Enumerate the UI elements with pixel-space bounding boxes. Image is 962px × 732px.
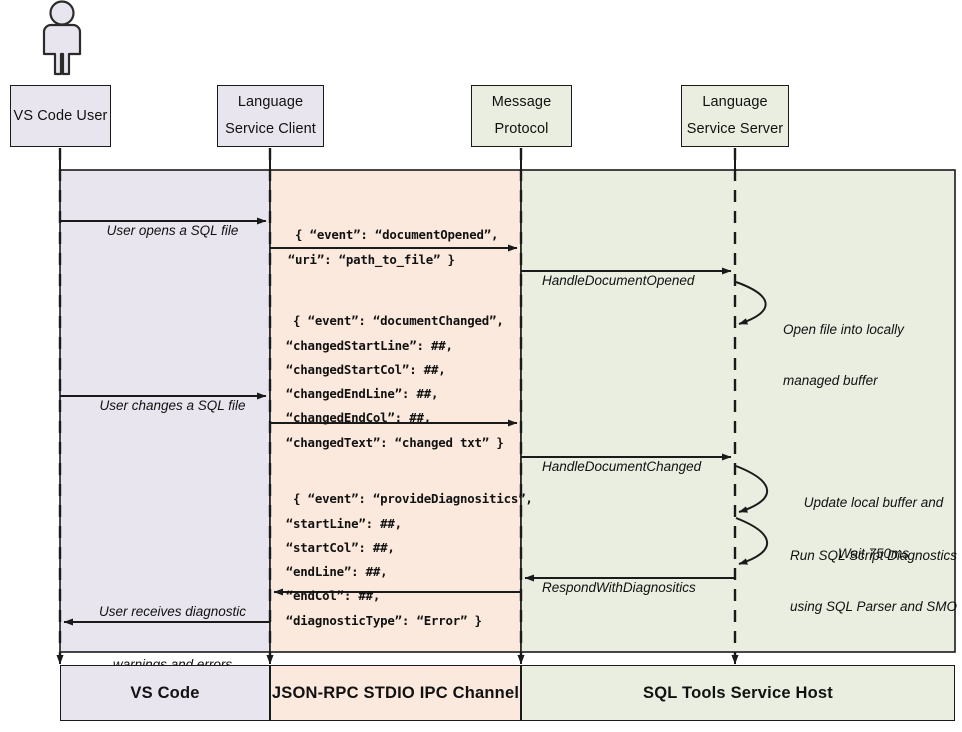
message-text-line1: HandleDocumentOpened <box>542 272 695 288</box>
note-run-sql-script-diagnostics: Run SQL Script Diagnostics using SQL Par… <box>770 517 962 645</box>
payload-provide-diagnositics: { “event”: “provideDiagnositics”, “start… <box>264 463 533 657</box>
selfloop-run-diagnostics <box>735 517 768 565</box>
payload-text: { “event”: “documentOpened”, “uri”: “pat… <box>287 227 499 267</box>
message-text-line1: User opens a SQL file <box>106 222 239 238</box>
footer-sql-tools-service-host[interactable]: SQL Tools Service Host <box>521 665 955 721</box>
footer-label: SQL Tools Service Host <box>643 683 833 702</box>
message-text-line1: HandleDocumentChanged <box>542 458 702 474</box>
lifeline-header-line1: VS Code User <box>13 107 108 124</box>
message-label-handle-document-opened: HandleDocumentOpened <box>527 250 737 313</box>
footer-label: JSON-RPC STDIO IPC Channel <box>271 683 520 702</box>
band-vs-code <box>59 169 271 653</box>
lifeline-header-line1: Language <box>702 94 768 111</box>
note-text-line2: Wait 750ms <box>837 545 910 561</box>
note-text-line1: Update local buffer and <box>803 494 944 510</box>
footer-vs-code[interactable]: VS Code <box>60 665 270 721</box>
lifeline-header-line2: Service Client <box>225 121 316 137</box>
payload-text: { “event”: “documentChanged”, “changedSt… <box>285 313 504 450</box>
band-ipc <box>269 169 522 653</box>
note-open-file-into-buffer: Open file into locally managed buffer <box>768 291 960 419</box>
lifeline-header-vs-code-user[interactable]: VS Code User <box>10 85 111 147</box>
payload-text: { “event”: “provideDiagnositics”, “start… <box>285 491 533 628</box>
footer-label: VS Code <box>130 683 200 702</box>
message-label-respond-with-diagnositics: RespondWithDiagnositics <box>527 557 742 620</box>
message-label-user-receives-diagnostics: User receives diagnostic warnings and er… <box>60 573 270 705</box>
selfloop-update-buffer <box>735 465 768 513</box>
lifeline-header-message-protocol[interactable]: Message Protocol <box>471 85 572 147</box>
message-text-line1: User receives diagnostic <box>98 604 247 620</box>
note-text-line2: using SQL Parser and SMO <box>789 598 958 614</box>
footer-ipc-channel[interactable]: JSON-RPC STDIO IPC Channel <box>270 665 521 721</box>
note-text-line1: Run SQL Script Diagnostics <box>789 547 958 563</box>
message-label-user-changes-sql-file: User changes a SQL file <box>60 375 270 438</box>
selfloop-open-file <box>735 281 767 325</box>
vs-code-user-actor <box>42 0 82 76</box>
payload-document-opened: { “event”: “documentOpened”, “uri”: “pat… <box>266 199 499 296</box>
lifeline-header-line1: Language <box>237 94 304 111</box>
message-text-line1: User changes a SQL file <box>99 397 246 413</box>
note-text-line1: Open file into locally <box>783 321 904 337</box>
message-label-user-opens-sql-file: User opens a SQL file <box>60 200 270 263</box>
lifeline-header-language-service-client[interactable]: Language Service Client <box>217 85 324 147</box>
band-service-host <box>520 169 956 653</box>
lifeline-header-line1: Message <box>491 94 552 111</box>
note-update-buffer-wait: Update local buffer and Wait 750ms <box>770 464 962 592</box>
message-text-line1: RespondWithDiagnositics <box>542 579 696 595</box>
payload-document-changed: { “event”: “documentChanged”, “changedSt… <box>264 285 504 479</box>
lifeline-header-language-service-server[interactable]: Language Service Server <box>681 85 789 147</box>
lifeline-header-line2: Protocol <box>494 121 549 137</box>
note-text-line2: managed buffer <box>783 372 878 388</box>
lifeline-header-line2: Service Server <box>686 121 784 137</box>
message-label-handle-document-changed: HandleDocumentChanged <box>527 436 742 499</box>
